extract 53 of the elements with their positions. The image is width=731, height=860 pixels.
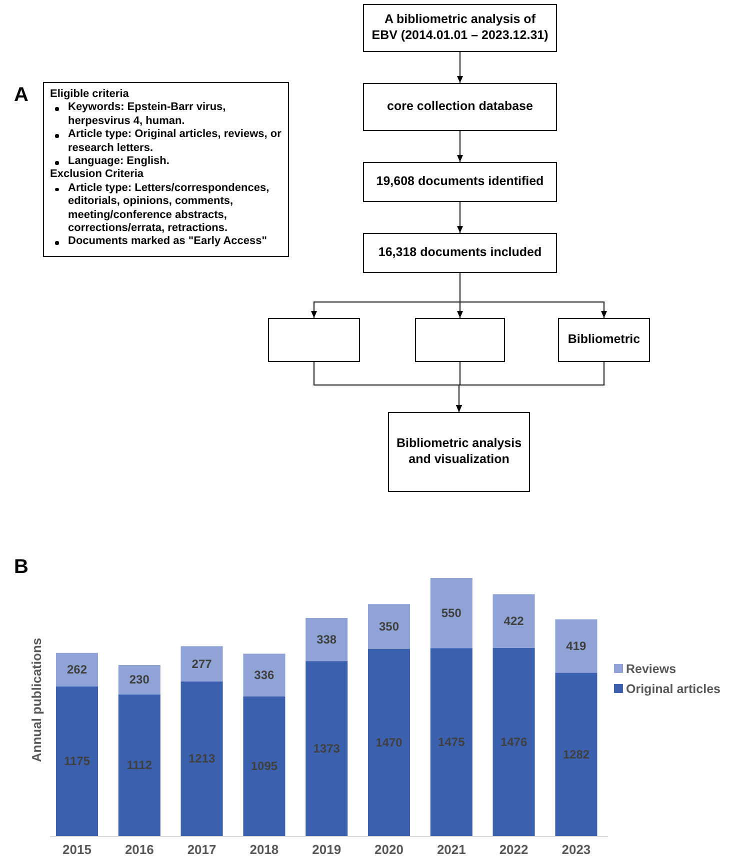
data-label: 336	[254, 668, 274, 682]
process-box: 16,318 documents included	[363, 233, 557, 273]
data-label: 1282	[562, 747, 590, 762]
panel-label: B	[14, 556, 28, 579]
data-label: 550	[441, 606, 462, 620]
data-label: 350	[378, 619, 400, 634]
data-label: 230	[129, 672, 150, 687]
data-label: 1213	[188, 752, 216, 766]
data-label: 419	[566, 638, 586, 653]
arrow	[457, 52, 463, 84]
arrow	[457, 130, 463, 162]
data-label: 1470	[376, 735, 402, 750]
criteria-item: Keywords: Epstein-Barr virus, herpesvirus 4, human.	[68, 101, 226, 127]
criteria-heading: Exclusion Criteria	[50, 168, 145, 182]
process-box	[268, 318, 360, 362]
axis-title: Annual publications	[29, 638, 44, 762]
data-label: 262	[66, 662, 88, 677]
axis-tick-label: 2017	[187, 842, 216, 857]
data-label: 1112	[126, 758, 152, 772]
axis-tick-label: 2015	[62, 842, 92, 857]
process-box: Bibliometric	[558, 318, 650, 362]
process-box: 19,608 documents identified	[363, 162, 557, 202]
legend-label: Original articles	[626, 682, 720, 696]
process-box	[415, 318, 505, 362]
legend-label: Reviews	[626, 662, 676, 676]
process-box: A bibliometric analysis of EBV (2014.01.01 – 2023.12.31)	[363, 4, 557, 52]
arrow	[460, 272, 607, 318]
criteria-item: Article type: Letters/correspondences, editorials, opinions, comments, meeting/conference abstracts, corrections/errata, retractions.	[68, 182, 270, 234]
criteria-item: Language: English.	[68, 155, 170, 168]
data-label: 1475	[438, 735, 465, 750]
data-label: 1476	[500, 734, 528, 749]
axis-tick-label: 2021	[436, 842, 466, 857]
axis-tick-label: 2023	[562, 842, 591, 857]
axis-tick-label: 2019	[312, 842, 342, 857]
axis-tick-label: 2016	[124, 842, 154, 857]
criteria-item: Documents marked as "Early Access"	[68, 235, 267, 248]
data-label: 338	[316, 632, 337, 647]
data-label: 1095	[250, 759, 278, 774]
data-label: 277	[192, 656, 212, 671]
arrow	[457, 202, 463, 234]
panel-label: A	[14, 84, 28, 107]
criteria-box	[43, 82, 289, 257]
process-box: core collection database	[363, 83, 557, 131]
axis-tick-label: 2018	[250, 842, 279, 857]
arrow	[456, 362, 604, 412]
axis-tick-label: 2020	[374, 842, 404, 857]
criteria-heading: Eligible criteria	[50, 88, 130, 102]
data-label: 1373	[313, 742, 340, 756]
criteria-item: Article type: Original articles, reviews, or research letters.	[68, 128, 282, 154]
data-label: 1175	[64, 754, 90, 768]
data-label: 422	[504, 614, 524, 628]
axis-tick-label: 2022	[499, 842, 528, 857]
process-box: Bibliometric analysis and visualization	[388, 412, 530, 492]
